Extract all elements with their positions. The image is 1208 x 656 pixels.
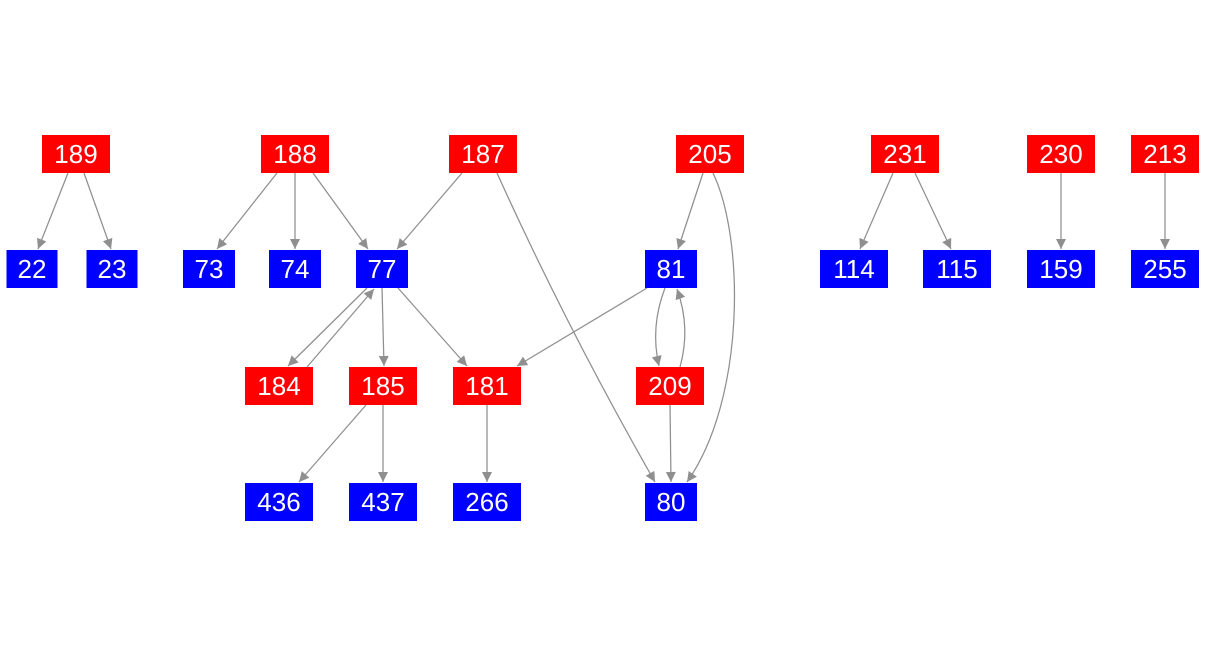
node-185: 185	[349, 367, 417, 405]
node-213: 213	[1131, 135, 1199, 173]
node-74: 74	[269, 250, 321, 288]
node-184-box	[245, 367, 313, 405]
node-188-box	[261, 135, 329, 173]
node-437: 437	[349, 483, 417, 521]
node-213-label: 213	[1143, 139, 1186, 169]
node-436-box	[245, 483, 313, 521]
node-185-box	[349, 367, 417, 405]
node-73: 73	[183, 250, 235, 288]
node-115-label: 115	[936, 254, 977, 284]
node-181-label: 181	[465, 371, 508, 401]
node-230-label: 230	[1039, 139, 1082, 169]
node-77: 77	[356, 250, 408, 288]
node-436-label: 436	[257, 487, 300, 517]
node-81: 81	[645, 250, 697, 288]
node-81-label: 81	[657, 254, 686, 284]
node-436: 436	[245, 483, 313, 521]
edge-185-to-436	[298, 404, 367, 483]
node-115: 115	[923, 250, 991, 288]
node-22-label: 22	[18, 254, 47, 284]
node-159-box	[1027, 250, 1095, 288]
node-255-label: 255	[1143, 254, 1186, 284]
edge-231-to-115	[914, 172, 952, 250]
node-181-box	[453, 367, 521, 405]
node-437-label: 437	[361, 487, 404, 517]
node-80-label: 80	[657, 487, 686, 517]
node-230: 230	[1027, 135, 1095, 173]
node-230-box	[1027, 135, 1095, 173]
node-74-label: 74	[281, 254, 310, 284]
node-114-label: 114	[833, 254, 874, 284]
node-188: 188	[261, 135, 329, 173]
node-205: 205	[676, 135, 744, 173]
node-81-box	[645, 250, 697, 288]
node-114: 114	[820, 250, 888, 288]
node-266: 266	[453, 483, 521, 521]
node-185-label: 185	[361, 371, 404, 401]
node-209-box	[636, 367, 704, 405]
edge-187-to-77	[396, 172, 463, 250]
node-187-label: 187	[461, 139, 504, 169]
node-188-label: 188	[273, 139, 316, 169]
edge-77-to-184	[287, 287, 368, 367]
node-22: 22	[6, 250, 58, 288]
edge-188-to-73	[216, 172, 278, 250]
node-23-box	[86, 250, 138, 288]
node-205-box	[676, 135, 744, 173]
edge-205-to-81	[676, 172, 704, 250]
edge-77-to-185	[378, 287, 389, 367]
node-181: 181	[453, 367, 521, 405]
node-80: 80	[645, 483, 697, 521]
node-184-label: 184	[257, 371, 300, 401]
node-231-label: 231	[883, 139, 926, 169]
node-73-box	[183, 250, 235, 288]
node-77-label: 77	[368, 254, 397, 284]
node-23-label: 23	[98, 254, 127, 284]
edge-188-to-77	[312, 172, 369, 250]
node-187-box	[449, 135, 517, 173]
node-159: 159	[1027, 250, 1095, 288]
edge-209-to-81	[675, 288, 686, 368]
node-114-box	[820, 250, 888, 288]
node-189-label: 189	[54, 139, 97, 169]
node-205-label: 205	[688, 139, 731, 169]
node-187: 187	[449, 135, 517, 173]
edge-184-to-77	[306, 288, 375, 368]
edge-189-to-22	[37, 172, 69, 250]
node-437-box	[349, 483, 417, 521]
edge-189-to-23	[83, 172, 113, 250]
node-266-box	[453, 483, 521, 521]
edge-77-to-181	[397, 287, 468, 367]
node-209: 209	[636, 367, 704, 405]
node-115-box	[923, 250, 991, 288]
node-231: 231	[871, 135, 939, 173]
node-209-label: 209	[648, 371, 691, 401]
edge-231-to-114	[859, 172, 894, 250]
node-77-box	[356, 250, 408, 288]
node-266-label: 266	[465, 487, 508, 517]
edge-209-to-80	[665, 404, 676, 483]
node-73-label: 73	[195, 254, 224, 284]
edge-205-to-80	[686, 172, 736, 483]
node-22-box	[6, 250, 58, 288]
node-213-box	[1131, 135, 1199, 173]
node-189-box	[42, 135, 110, 173]
edge-187-to-80	[496, 172, 656, 483]
node-255-box	[1131, 250, 1199, 288]
node-231-box	[871, 135, 939, 173]
node-189: 189	[42, 135, 110, 173]
node-184: 184	[245, 367, 313, 405]
node-23: 23	[86, 250, 138, 288]
edge-81-to-181	[516, 287, 648, 367]
edge-81-to-209	[651, 287, 666, 367]
node-159-label: 159	[1039, 254, 1082, 284]
node-80-box	[645, 483, 697, 521]
node-255: 255	[1131, 250, 1199, 288]
node-74-box	[269, 250, 321, 288]
